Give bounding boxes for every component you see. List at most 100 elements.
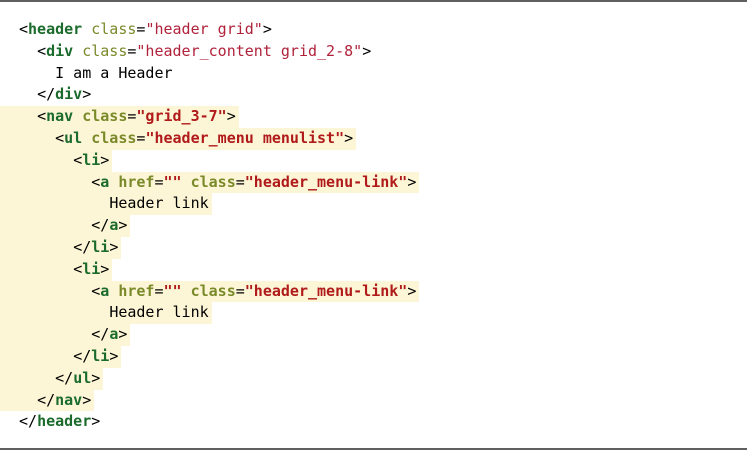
code-text [82, 129, 91, 147]
code-line: <nav class="grid_3-7"> [0, 106, 419, 128]
code-text: = [136, 20, 146, 38]
code-line: </li> [0, 345, 419, 368]
code-segment: <div class="header_content grid_2-8"> [19, 41, 371, 63]
highlighted-code-segment: <nav class="grid_3-7"> [0, 106, 239, 128]
code-text: = [235, 281, 245, 300]
highlighted-code-segment: Header link [0, 302, 212, 325]
code-indent [19, 238, 73, 256]
code-tag-name: ul [73, 368, 92, 387]
code-text: > [82, 85, 92, 104]
code-line: </li> [0, 236, 419, 259]
code-attribute: class [91, 128, 137, 147]
highlighted-code-segment: <ul class="header_menu menulist"> [0, 127, 357, 150]
code-text: = [127, 107, 137, 126]
code-attribute-value: "header_content grid_2-8" [136, 41, 363, 60]
code-tag-name: header [28, 20, 83, 38]
code-tag-name: li [91, 237, 110, 256]
code-text: </ [37, 85, 56, 104]
code-line: <header class="header grid"> [0, 19, 419, 41]
code-text: > [100, 150, 110, 169]
code-text: </ [91, 216, 110, 235]
highlighted-code-segment: <a href="" class="header_menu-link"> [0, 280, 420, 303]
code-indent [19, 173, 91, 191]
code-text [82, 20, 91, 38]
code-attribute-value: "grid_3-7" [136, 107, 227, 126]
code-indent [19, 260, 73, 278]
code-text: = [136, 128, 146, 147]
code-line: </header> [0, 411, 419, 433]
code-text: < [73, 150, 83, 169]
code-text: < [91, 281, 101, 300]
code-line: </nav> [0, 389, 419, 412]
code-text: > [407, 172, 417, 191]
code-text: </ [73, 237, 92, 256]
code-attribute-value: "" [163, 172, 182, 191]
code-indent [19, 107, 37, 125]
code-text: < [73, 259, 83, 278]
code-text: </ [91, 325, 110, 344]
code-indent [19, 325, 91, 343]
code-line: <a href="" class="header_menu-link"> [0, 171, 420, 194]
code-text [109, 173, 118, 191]
code-indent [19, 282, 91, 300]
code-attribute-value: "header_menu-link" [244, 172, 408, 191]
code-line: <ul class="header_menu menulist"> [0, 127, 419, 150]
code-text: > [118, 325, 128, 344]
code-segment: </header> [19, 411, 100, 433]
code-text: > [100, 259, 110, 278]
code-text [73, 42, 82, 60]
code-attribute: class [190, 172, 236, 191]
highlighted-code-segment: </a> [0, 215, 131, 237]
code-text: > [262, 20, 272, 38]
code-tag-name: div [55, 85, 83, 104]
code-line: Header link [0, 302, 419, 325]
code-text: Header link [109, 303, 209, 322]
code-text: </ [37, 390, 56, 409]
code-attribute-value: "header_menu menulist" [145, 128, 345, 147]
code-indent [19, 369, 55, 387]
code-text: < [91, 172, 101, 191]
code-attribute: class [82, 107, 128, 126]
highlighted-code-segment: </li> [0, 236, 122, 259]
highlighted-code-segment: <a href="" class="header_menu-link"> [0, 171, 420, 194]
code-text: > [118, 216, 128, 235]
code-line: <div class="header_content grid_2-8"> [0, 41, 419, 63]
code-tag-name: a [100, 281, 110, 300]
code-indent [19, 64, 55, 82]
code-text [182, 173, 191, 191]
code-line: <a href="" class="header_menu-link"> [0, 280, 420, 303]
code-attribute: class [91, 20, 137, 38]
highlighted-code-segment: </li> [0, 345, 122, 368]
code-line: Header link [0, 193, 419, 216]
code-attribute-value: "header grid" [145, 20, 263, 38]
code-segment: </div> [19, 84, 91, 106]
code-line: </a> [0, 215, 419, 237]
code-line: <li> [0, 149, 419, 172]
code-tag-name: li [82, 259, 101, 278]
code-block: <header class="header grid"> <div class=… [0, 19, 420, 433]
code-text: </ [55, 368, 74, 387]
code-text: = [154, 172, 164, 191]
code-attribute-value: "" [163, 281, 182, 300]
code-text: = [235, 172, 245, 191]
highlighted-code-segment: </ul> [0, 367, 104, 390]
code-text: < [37, 107, 47, 126]
code-text: > [109, 346, 119, 365]
code-text: < [19, 20, 29, 38]
code-segment: <header class="header grid"> [19, 19, 272, 41]
code-tag-name: li [91, 346, 110, 365]
code-text: > [226, 107, 236, 126]
code-text: </ [73, 346, 92, 365]
code-text: > [91, 412, 101, 431]
code-text: > [82, 390, 92, 409]
code-tag-name: nav [46, 107, 74, 126]
code-line: </ul> [0, 367, 419, 390]
code-tag-name: div [46, 41, 74, 60]
code-line: </div> [0, 84, 419, 106]
code-line: <li> [0, 258, 419, 281]
highlighted-code-segment: <li> [0, 258, 113, 281]
code-segment: I am a Header [19, 63, 172, 85]
code-attribute: href [118, 281, 155, 300]
code-text: > [91, 368, 101, 387]
